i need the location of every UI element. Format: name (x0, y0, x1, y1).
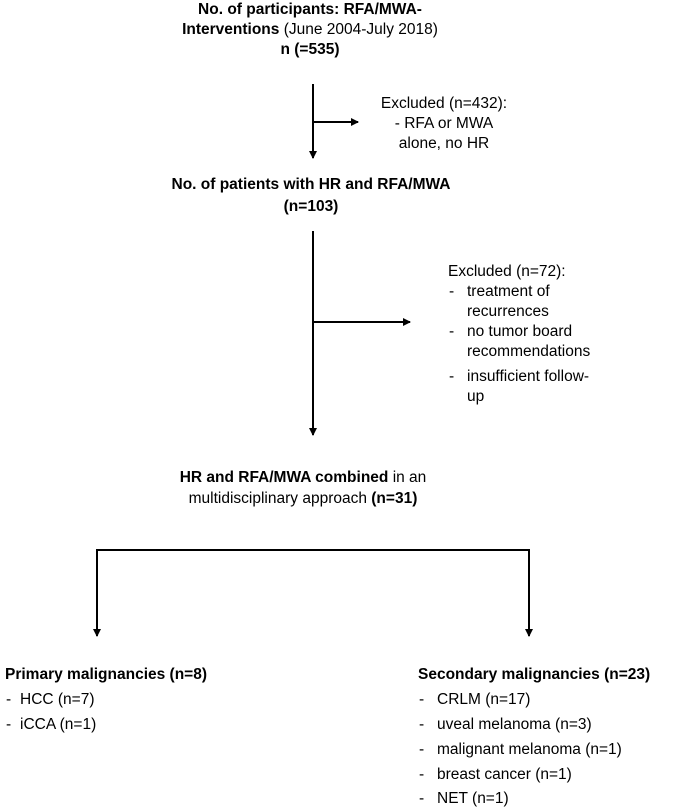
excluded-72-item-2b: recommendations (467, 343, 591, 360)
participants-title-line1: No. of participants: RFA/MWA- (198, 1, 422, 18)
secondary-dash-5: - (419, 790, 425, 807)
primary-dash-2: - (6, 716, 12, 733)
combined-approach-count: (n=31) (371, 490, 418, 507)
participants-date-range: (June 2004-July 2018) (279, 21, 438, 38)
secondary-dash-1: - (419, 691, 425, 708)
participants-interventions-label: Interventions (182, 21, 280, 38)
excluded-432-reason-line2: alone, no HR (398, 135, 490, 152)
excluded-432-title: Excluded (n=432): (380, 95, 508, 112)
combined-approach-line2: multidisciplinary approach (n=31) (189, 489, 418, 509)
secondary-item-malignant-melanoma: malignant melanoma (n=1) (437, 741, 622, 758)
excluded-432-reason-line1: - RFA or MWA (394, 115, 494, 132)
secondary-item-uveal-melanoma: uveal melanoma (n=3) (437, 716, 592, 733)
secondary-dash-4: - (419, 766, 425, 783)
hr-rfa-patients-count: (n=103) (283, 198, 339, 215)
secondary-malignancies-title: Secondary malignancies (n=23) (418, 666, 651, 683)
excluded-72-dash-1: - (449, 283, 455, 300)
participants-count: n (=535) (280, 41, 340, 58)
excluded-72-title: Excluded (n=72): (448, 263, 566, 280)
primary-item-hcc: HCC (n=7) (20, 691, 95, 708)
combined-approach-rest: in an (388, 469, 427, 486)
excluded-72-dash-3: - (449, 368, 455, 385)
secondary-item-crlm: CRLM (n=17) (437, 691, 531, 708)
combined-approach-multidisciplinary: multidisciplinary approach (188, 490, 372, 507)
combined-approach-bold: HR and RFA/MWA combined (179, 469, 389, 486)
excluded-72-item-3b: up (467, 388, 485, 405)
hr-rfa-patients-title: No. of patients with HR and RFA/MWA (171, 176, 451, 193)
excluded-72-dash-2: - (449, 323, 455, 340)
secondary-item-net: NET (n=1) (437, 790, 509, 807)
combined-approach-line1: HR and RFA/MWA combined in an (180, 468, 427, 488)
secondary-dash-3: - (419, 741, 425, 758)
excluded-72-item-1a: treatment of (467, 283, 550, 300)
primary-malignancies-title: Primary malignancies (n=8) (5, 666, 208, 683)
participants-title-line2: Interventions (June 2004-July 2018) (182, 20, 438, 40)
excluded-72-item-3a: insufficient follow- (467, 368, 590, 385)
secondary-dash-2: - (419, 716, 425, 733)
excluded-72-item-2a: no tumor board (467, 323, 573, 340)
excluded-72-item-1b: recurrences (467, 303, 549, 320)
secondary-item-breast-cancer: breast cancer (n=1) (437, 766, 572, 783)
primary-item-icca: iCCA (n=1) (20, 716, 97, 733)
primary-dash-1: - (6, 691, 12, 708)
